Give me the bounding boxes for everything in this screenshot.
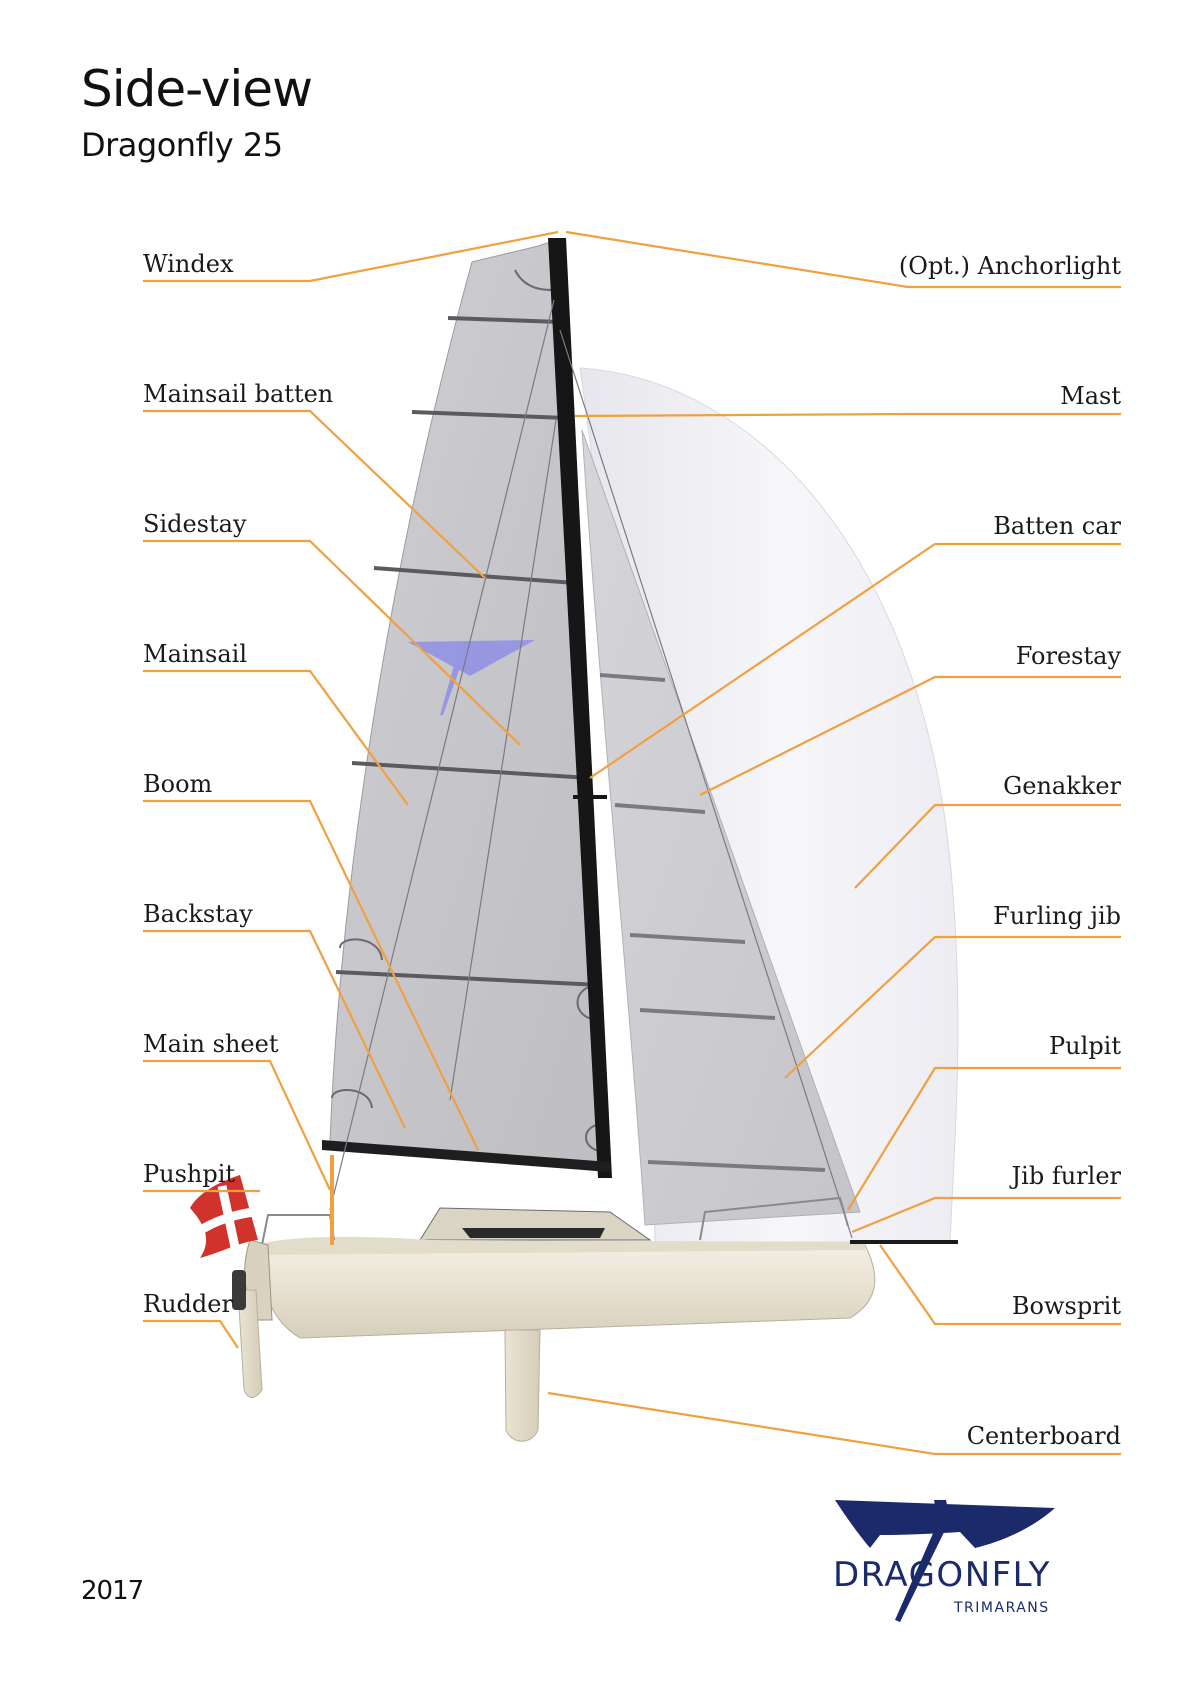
callout-main-sheet: Main sheet	[143, 1032, 278, 1056]
callout-mainsail-batten: Mainsail batten	[143, 382, 333, 406]
callout-anchorlight: (Opt.) Anchorlight	[899, 254, 1121, 278]
callout-jib-furler: Jib furler	[1012, 1164, 1121, 1188]
callout-forestay: Forestay	[1016, 644, 1121, 668]
callout-pushpit: Pushpit	[143, 1162, 235, 1186]
callout-pulpit: Pulpit	[1049, 1034, 1121, 1058]
footer-year: 2017	[81, 1576, 143, 1606]
callout-boom: Boom	[143, 772, 212, 796]
logo-wordmark: DRAGONFLY	[833, 1555, 1051, 1595]
hull	[256, 1245, 875, 1338]
callout-mast: Mast	[1060, 384, 1121, 408]
logo-tagline: TRIMARANS	[954, 1600, 1050, 1616]
centerboard	[505, 1330, 540, 1441]
callout-batten-car: Batten car	[993, 514, 1121, 538]
callout-centerboard: Centerboard	[967, 1424, 1121, 1448]
callout-genakker: Genakker	[1003, 774, 1121, 798]
callout-backstay: Backstay	[143, 902, 253, 926]
callout-sidestay: Sidestay	[143, 512, 247, 536]
callout-rudder: Rudder	[143, 1292, 233, 1316]
bowsprit	[850, 1240, 958, 1244]
callout-mainsail: Mainsail	[143, 642, 247, 666]
callout-windex: Windex	[143, 252, 233, 276]
callout-furling-jib: Furling jib	[993, 904, 1121, 928]
callout-bowsprit: Bowsprit	[1012, 1294, 1121, 1318]
